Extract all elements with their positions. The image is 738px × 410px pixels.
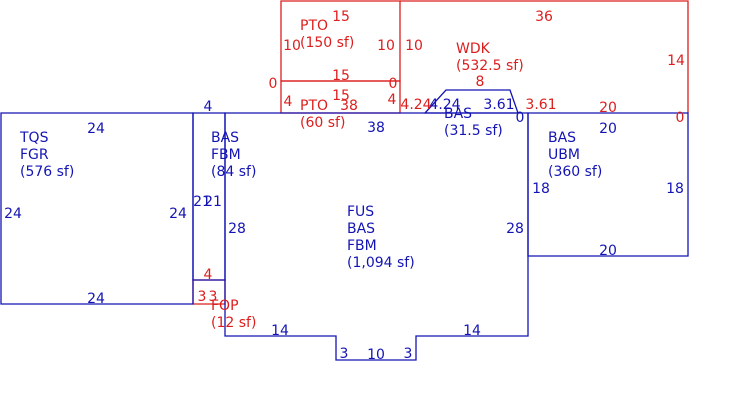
dimension-label: 24 <box>4 206 22 222</box>
dimension-label: 0 <box>676 110 685 126</box>
dimension-label: 15 <box>332 88 350 104</box>
bas-small-outline <box>423 89 519 114</box>
dimension-label: 3 <box>209 289 218 305</box>
dimension-label: 3 <box>198 289 207 305</box>
dimension-label: 38 <box>367 120 385 136</box>
area-label-pto-upper: PTO(150 sf) <box>300 18 354 51</box>
area-label-fop: FOP(12 sf) <box>211 298 256 331</box>
dimension-label: 20 <box>599 100 617 116</box>
dimension-label: 14 <box>463 323 481 339</box>
dimension-label: 28 <box>228 221 246 237</box>
dimension-label: 4 <box>204 99 213 115</box>
dimension-label: 28 <box>506 221 524 237</box>
wdk-outline <box>400 0 689 113</box>
dimension-label: 4.24 <box>400 97 431 113</box>
dimension-label: 20 <box>599 243 617 259</box>
dimension-label: 0 <box>269 76 278 92</box>
area-label-wdk: WDK(532.5 sf) <box>456 41 524 74</box>
dimension-label: 14 <box>667 53 685 69</box>
dimension-label: 24 <box>169 206 187 222</box>
dimension-label: 38 <box>340 98 358 114</box>
dimension-label: 3.61 <box>483 97 514 113</box>
dimension-label: 15 <box>332 68 350 84</box>
dimension-label: 20 <box>599 121 617 137</box>
dimension-label: 4 <box>388 92 397 108</box>
dimension-label: 4.24 <box>429 97 460 113</box>
dimension-label: 3 <box>340 346 349 362</box>
dimension-label: 36 <box>535 9 553 25</box>
dimension-label: 10 <box>405 38 423 54</box>
dimension-label: 21 <box>204 194 222 210</box>
dimension-label: 18 <box>666 181 684 197</box>
area-label-bas-small: BAS(31.5 sf) <box>444 106 503 139</box>
dimension-label: 0 <box>389 76 398 92</box>
dimension-label: 4 <box>284 94 293 110</box>
dimension-label: 3 <box>404 346 413 362</box>
dimension-label: 10 <box>283 38 301 54</box>
dimension-label: 0 <box>516 110 525 126</box>
dimension-label: 18 <box>532 181 550 197</box>
dimension-label: 10 <box>377 38 395 54</box>
dimension-label: 4 <box>204 267 213 283</box>
dimension-label: 21 <box>193 194 211 210</box>
dimension-label: 15 <box>332 9 350 25</box>
dimension-label: 3.61 <box>525 97 556 113</box>
dimension-label: 8 <box>476 74 485 90</box>
dimension-label: 14 <box>271 323 289 339</box>
dimension-label: 24 <box>87 121 105 137</box>
bas-ubm-outline <box>527 112 689 257</box>
dimension-label: 10 <box>367 347 385 363</box>
tqs-fgr-outline <box>0 112 194 305</box>
dimension-label: 24 <box>87 291 105 307</box>
area-label-pto-lower: PTO(60 sf) <box>300 98 345 131</box>
